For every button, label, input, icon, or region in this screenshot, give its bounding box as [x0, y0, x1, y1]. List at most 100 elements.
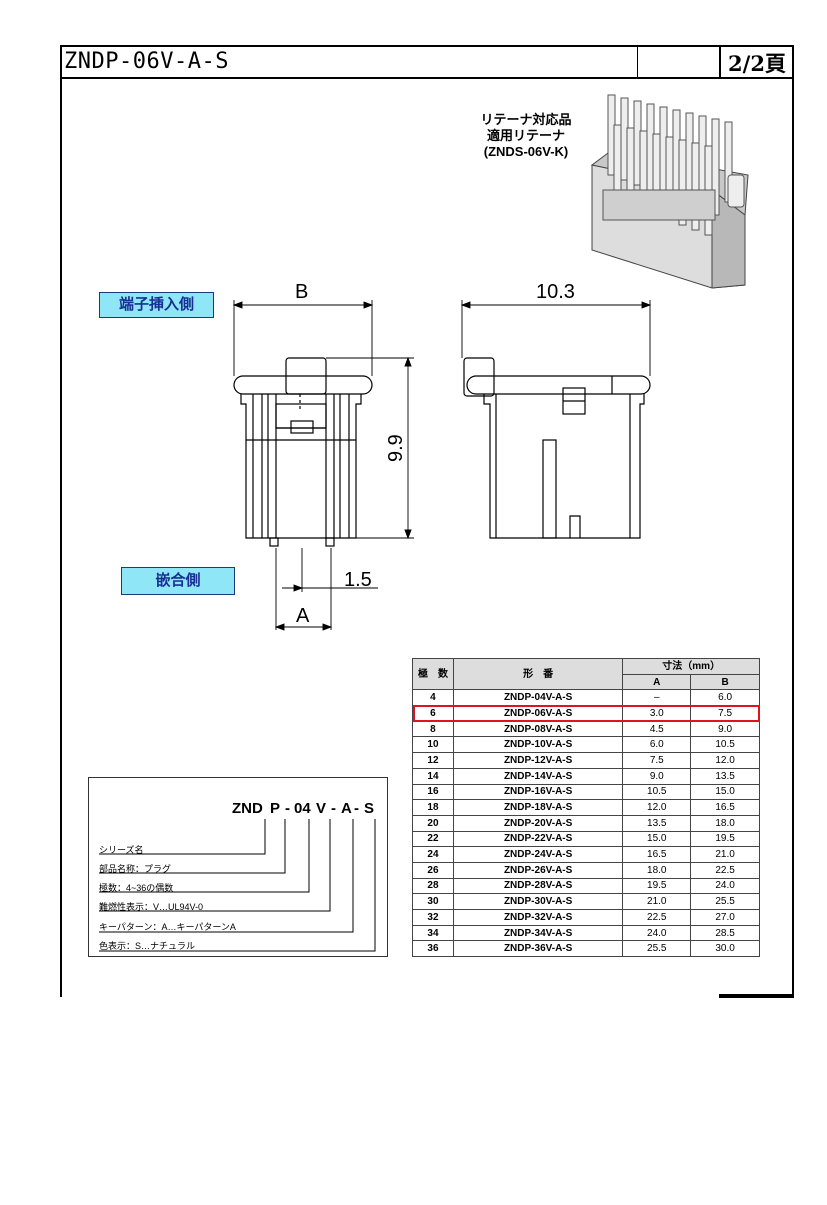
cell-b: 22.5 — [690, 861, 760, 879]
dim-pitch-label: 1.5 — [344, 569, 372, 591]
cell-model: ZNDP-10V-A-S — [452, 736, 624, 754]
cell-poles: 28 — [412, 877, 454, 895]
cell-poles: 36 — [412, 940, 454, 958]
cell-b: 10.5 — [690, 736, 760, 754]
cell-a: 13.5 — [622, 814, 692, 832]
front-view-outline — [233, 357, 373, 547]
code-part: A — [341, 800, 352, 817]
cell-a: 25.5 — [622, 940, 692, 958]
code-part: P — [270, 800, 281, 817]
page-title: ZNDP-06V-A-S — [64, 49, 229, 74]
cell-a: 22.5 — [622, 909, 692, 926]
page-frame — [60, 45, 794, 997]
cell-model: ZNDP-32V-A-S — [452, 909, 624, 926]
cell-a: 24.0 — [622, 924, 692, 942]
cell-model: ZNDP-16V-A-S — [452, 783, 624, 801]
header-separator — [637, 45, 638, 78]
code-part: 04 — [294, 800, 311, 817]
cell-model: ZNDP-04V-A-S — [452, 689, 624, 707]
cell-poles: 8 — [412, 720, 454, 738]
cell-poles: 22 — [412, 830, 454, 848]
header-divider — [60, 77, 794, 79]
cell-b: 12.0 — [690, 752, 760, 769]
code-part: - — [331, 800, 336, 817]
cell-model: ZNDP-30V-A-S — [452, 893, 624, 910]
legend-item: キーパターン：A…キーパターンA — [99, 922, 236, 932]
code-part: - — [354, 800, 359, 817]
cell-a: 6.0 — [622, 736, 692, 754]
cell-b: 24.0 — [690, 877, 760, 895]
cell-a: 19.5 — [622, 877, 692, 895]
cell-b: 21.0 — [690, 846, 760, 863]
col-a: A — [622, 673, 692, 691]
cell-a: 12.0 — [622, 799, 692, 816]
cell-a: 15.0 — [622, 830, 692, 848]
legend-item: 難燃性表示：V…UL94V-0 — [99, 902, 204, 912]
side-view-outline — [463, 357, 651, 539]
mating-side-label: 嵌合側 — [121, 567, 235, 595]
cell-model: ZNDP-22V-A-S — [452, 830, 624, 848]
retainer-line: 適用リテーナ — [486, 128, 565, 143]
cell-model: ZNDP-24V-A-S — [452, 846, 624, 863]
cell-model: ZNDP-12V-A-S — [452, 752, 624, 769]
connector-illustration — [590, 94, 749, 289]
cell-a: 10.5 — [622, 783, 692, 801]
insertion-side-label: 端子挿入側 — [99, 292, 214, 318]
legend-item: 部品名称：プラグ — [99, 864, 172, 874]
code-part: S — [364, 800, 375, 817]
cell-b: 27.0 — [690, 909, 760, 926]
legend-item: 極数：4~36の偶数 — [99, 883, 174, 893]
cell-b: 25.5 — [690, 893, 760, 910]
cell-poles: 20 — [412, 814, 454, 832]
cell-b: 15.0 — [690, 783, 760, 801]
legend-item: 色表示：S…ナチュラル — [99, 941, 196, 951]
cell-a: 16.5 — [622, 846, 692, 863]
cell-a: 21.0 — [622, 893, 692, 910]
dim-height-label: 9.9 — [385, 434, 407, 462]
cell-b: 18.0 — [690, 814, 760, 832]
cell-poles: 12 — [412, 752, 454, 769]
dimension-lines — [460, 300, 652, 376]
cell-model: ZNDP-34V-A-S — [452, 924, 624, 942]
cell-model: ZNDP-36V-A-S — [452, 940, 624, 958]
dim-width-label: 10.3 — [536, 281, 575, 303]
legend-leader-lines — [99, 819, 376, 952]
retainer-note: リテーナ対応品 適用リテーナ (ZNDS-06V-K) — [466, 112, 586, 160]
code-part: ZND — [232, 800, 263, 817]
col-poles: 極 数 — [412, 657, 454, 691]
cell-a: 18.0 — [622, 861, 692, 879]
cell-b: 9.0 — [690, 720, 760, 738]
legend-item: シリーズ名 — [99, 845, 144, 855]
cell-b: 19.5 — [690, 830, 760, 848]
cell-poles: 24 — [412, 846, 454, 863]
cell-a: 7.5 — [622, 752, 692, 769]
dimension-lines — [232, 300, 414, 631]
cell-poles: 18 — [412, 799, 454, 816]
highlight-box — [413, 705, 760, 722]
cell-poles: 4 — [412, 689, 454, 707]
dim-a-label: A — [296, 605, 310, 627]
cell-poles: 32 — [412, 909, 454, 926]
dim-b-label: B — [295, 281, 308, 303]
cell-a: 4.5 — [622, 720, 692, 738]
cell-b: 16.5 — [690, 799, 760, 816]
page-number: 2/2頁 — [728, 51, 786, 76]
code-part: V — [316, 800, 327, 817]
cell-a: – — [622, 689, 692, 707]
